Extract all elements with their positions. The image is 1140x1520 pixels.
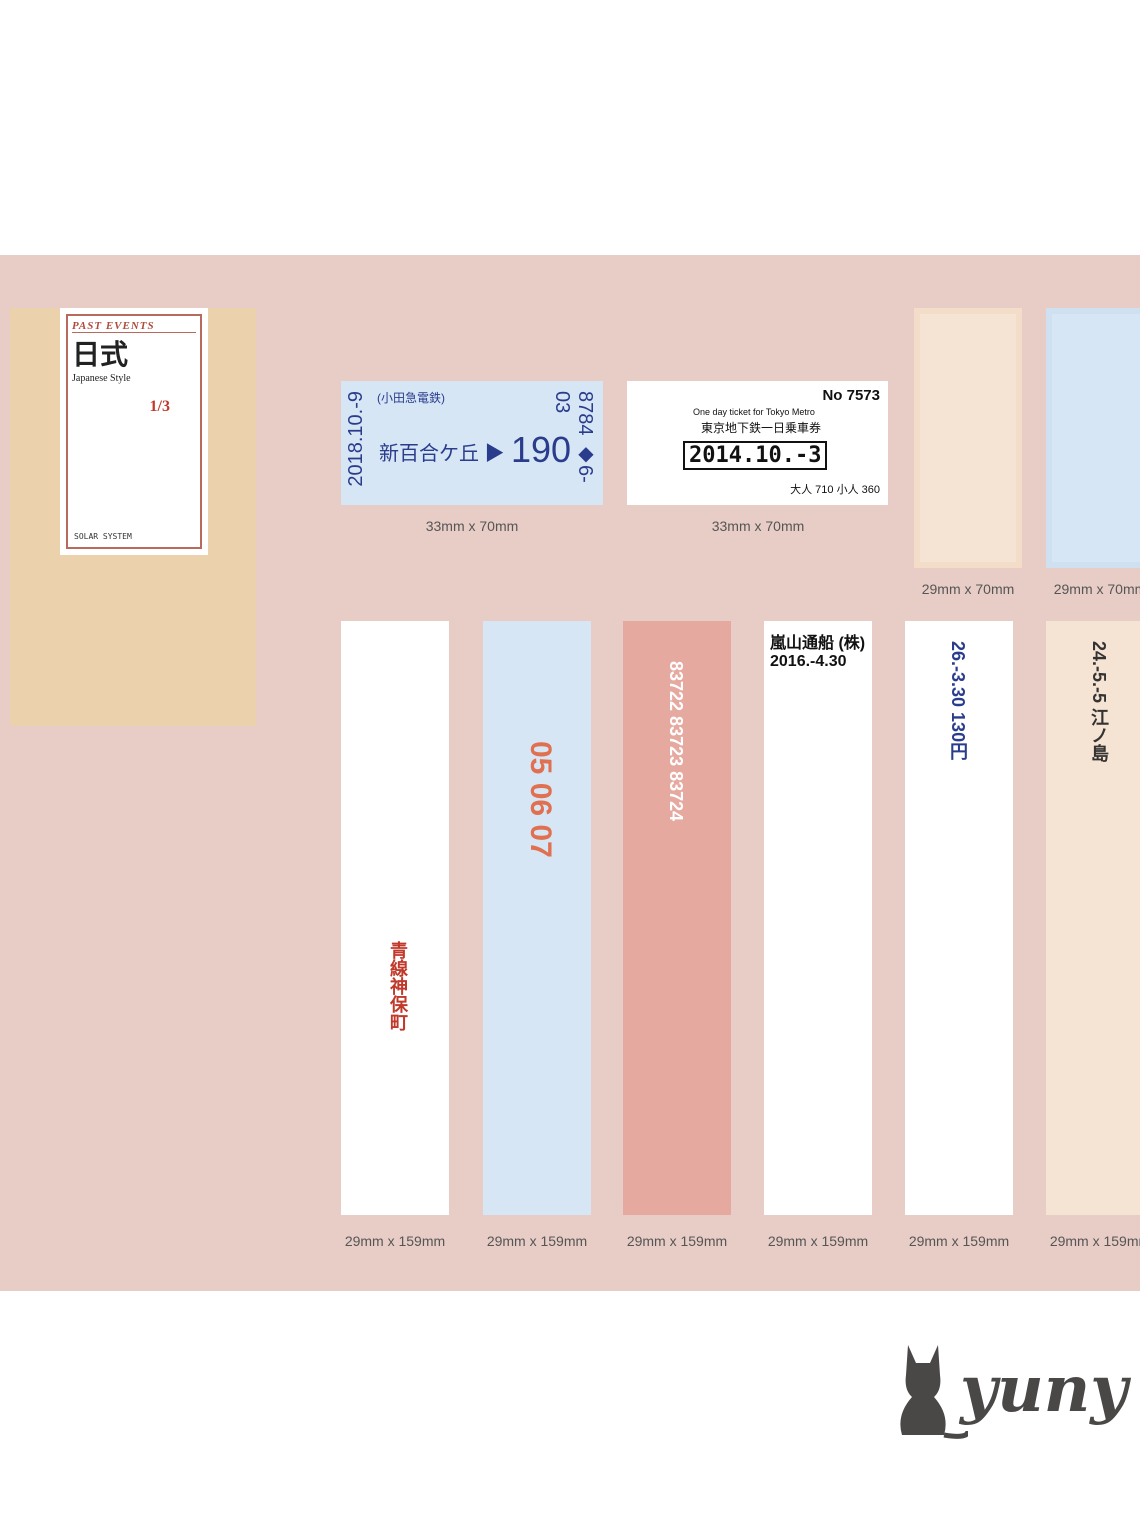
size-label: 29mm x 159mm (344, 1233, 446, 1249)
ticket-number: 8784 ◆6-03 (551, 391, 596, 483)
strip-130yen: 26.-3.30 130円 (905, 621, 1013, 1215)
size-label: 29mm x 159mm (626, 1233, 728, 1249)
card-fraction: 1/3 (149, 398, 170, 415)
strip-text: 05 06 07 (524, 741, 557, 858)
size-label: 29mm x 159mm (908, 1233, 1010, 1249)
ticket-date: 2014.10.-3 (683, 441, 828, 470)
ticket-japanese: 東京地下鉄一日乗車券 (701, 421, 822, 435)
ticket-tokyo-metro: No 7573 One day ticket for Tokyo Metro 東… (627, 381, 888, 505)
cover-card: PAST EVENTS 日式 Japanese Style 1/3 SOLAR … (60, 308, 208, 555)
ticket-odakyu: 2018.10.-9 (小田急電鉄) 新百合ケ丘 ▶ 190 8784 ◆6-0… (341, 381, 603, 505)
size-label: 33mm x 70mm (425, 518, 519, 534)
strip-text: 青線神保町 (388, 941, 408, 1031)
ticket-number: No 7573 (822, 387, 880, 404)
size-label: 29mm x 159mm (486, 1233, 588, 1249)
strip-enoshima: 24.-5.-5 江ノ島 (1046, 621, 1140, 1215)
cat-logo-icon (900, 1345, 968, 1439)
strip-pink-tickets: 83722 83723 83724 (623, 621, 731, 1215)
size-label: 29mm x 70mm (921, 581, 1015, 597)
strip-guitar: 青線神保町 (341, 621, 449, 1215)
card-header: PAST EVENTS (72, 320, 196, 333)
ticket-company: (小田急電鉄) (377, 391, 445, 405)
strip-anniversary: 05 06 07 (483, 621, 591, 1215)
strip-text: 嵐山通船 (株) 2016.-4.30 (770, 635, 866, 670)
ticket-date: 2018.10.-9 (345, 391, 367, 487)
ticket-fare: 190 (511, 429, 572, 470)
strip-text: 24.-5.-5 江ノ島 (1089, 641, 1109, 763)
size-label: 29mm x 159mm (767, 1233, 869, 1249)
size-label: 29mm x 159mm (1049, 1233, 1140, 1249)
sticker-cat-kitchen (914, 308, 1022, 568)
size-label: 29mm x 70mm (1053, 581, 1140, 597)
strip-text: 83722 83723 83724 (666, 661, 686, 822)
brand-logo: yuny (960, 1352, 1128, 1427)
ticket-english: One day ticket for Tokyo Metro (693, 407, 815, 417)
size-label: 33mm x 70mm (711, 518, 805, 534)
ticket-station: 新百合ケ丘 ▶ (379, 443, 505, 465)
sticker-food-tickets (1046, 308, 1140, 568)
strip-text: 26.-3.30 130円 (948, 641, 968, 761)
ticket-fares: 大人 710 小人 360 (790, 484, 880, 496)
card-subtitle: Japanese Style (72, 373, 131, 384)
card-footer: SOLAR SYSTEM (74, 532, 132, 541)
card-title: 日式 (72, 338, 129, 371)
strip-receipt: 嵐山通船 (株) 2016.-4.30 (764, 621, 872, 1215)
